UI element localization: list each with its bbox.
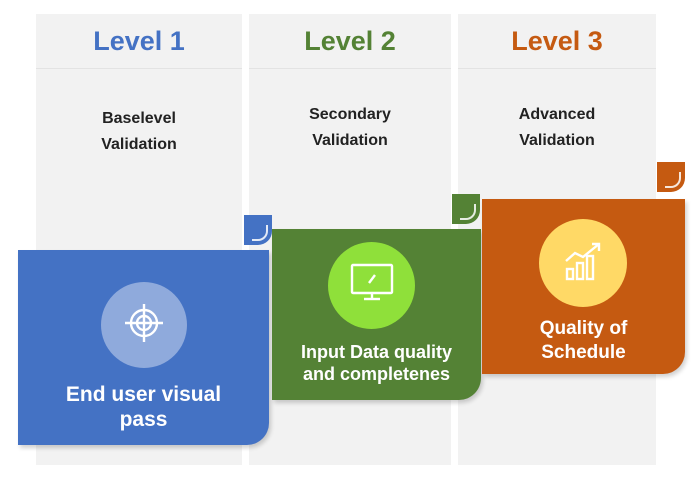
level-1-heading: Level 1 bbox=[36, 14, 242, 69]
level-3-heading: Level 3 bbox=[458, 14, 656, 69]
level-3-card-text: Quality of Schedule bbox=[539, 318, 628, 363]
level-3-subtitle: Advanced Validation bbox=[518, 106, 596, 149]
level-3-icon-circle bbox=[539, 219, 627, 307]
level-2-card-text: Input Data quality and completenes bbox=[300, 342, 452, 384]
growth-chart-icon bbox=[561, 239, 605, 288]
crosshair-target-icon bbox=[122, 301, 166, 350]
level-2-subtitle: Secondary Validation bbox=[309, 106, 391, 149]
level-1-card: End user visual pass bbox=[18, 250, 269, 445]
level-1-card-text: End user visual pass bbox=[65, 383, 222, 431]
level-2-card: Input Data quality and completenes bbox=[272, 229, 481, 400]
level-1-fold-tab bbox=[244, 215, 272, 245]
level-2-fold-tab bbox=[452, 194, 480, 224]
level-2-icon-circle bbox=[328, 242, 415, 329]
level-3-fold-tab bbox=[657, 162, 685, 192]
level-1-subtitle: Baselevel Validation bbox=[101, 110, 177, 153]
level-1-icon-circle bbox=[101, 282, 187, 368]
monitor-icon bbox=[349, 261, 395, 310]
level-3-card: Quality of Schedule bbox=[482, 199, 685, 374]
level-2-heading: Level 2 bbox=[249, 14, 451, 69]
